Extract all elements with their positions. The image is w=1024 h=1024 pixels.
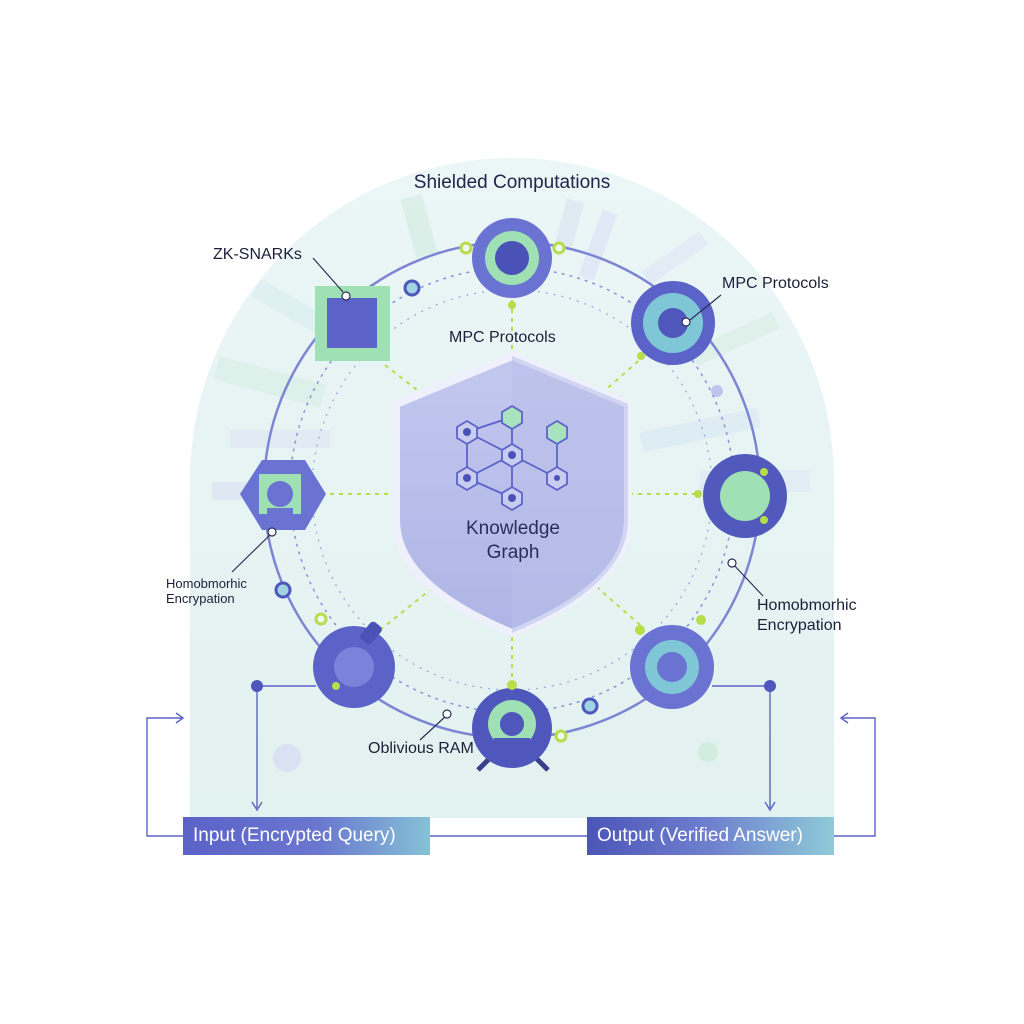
mpc-protocols-inner-label: MPC Protocols [449,329,556,346]
diagram-title: Shielded Computations [413,172,611,193]
dot-markers [507,301,706,690]
zk-snarks-node [315,286,390,361]
mpc-protocols-right-label: MPC Protocols [722,275,829,292]
bottom-left-node [313,621,395,708]
top-node [472,218,552,298]
oblivious-ram-label: Oblivious RAM [368,740,474,757]
bottom-right-node [630,625,714,709]
zk-snarks-label: ZK-SNARKs [213,246,302,263]
he-left-line1: Homobmorhic [166,576,247,591]
he-right-line1: Homobmorhic [757,597,857,614]
he-left-line2: Encrypation [166,591,235,606]
right-node [703,454,787,538]
output-verified-answer-box: Output (Verified Answer) [587,817,834,855]
top-right-node [631,281,715,365]
left-node [240,460,326,530]
callout-lines [231,257,764,741]
input-encrypted-query-box: Input (Encrypted Query) [183,817,430,855]
ring-markers [274,241,599,743]
knowledge-graph-label: Knowledge Graph [466,517,560,565]
kg-line2: Graph [486,542,540,563]
he-right-line2: Encrypation [757,617,842,634]
kg-line1: Knowledge [465,518,561,539]
homomorphic-encryption-right-label: Homobmorhic Encrypation [757,596,857,636]
bottom-node [472,688,552,772]
homomorphic-encryption-left-label: Homobmorhic Encrypation [166,576,247,606]
io-connectors [146,685,876,837]
